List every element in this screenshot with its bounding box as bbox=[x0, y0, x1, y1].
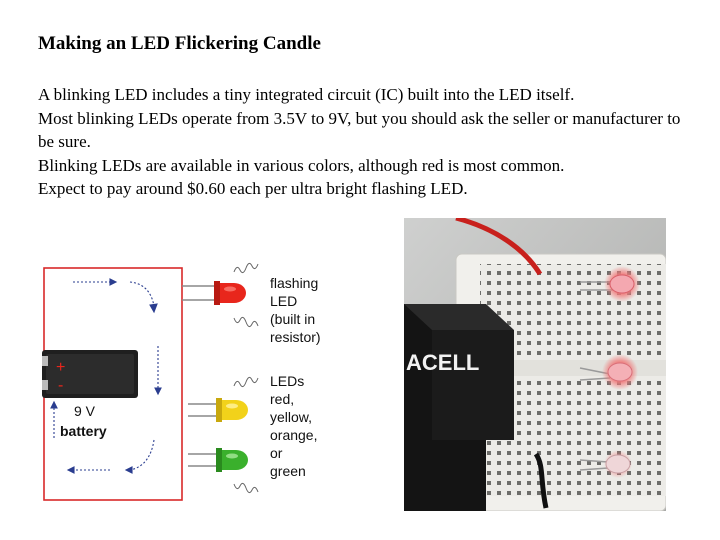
page-title: Making an LED Flickering Candle bbox=[38, 33, 321, 54]
led-yellow-icon bbox=[216, 398, 248, 422]
led-green-icon bbox=[216, 448, 248, 472]
light-squiggles bbox=[233, 262, 259, 494]
breadboard-photo: ACELL bbox=[404, 215, 667, 512]
battery-plus: + bbox=[56, 359, 65, 376]
battery-icon bbox=[42, 350, 138, 398]
current-arrows bbox=[50, 278, 162, 474]
breadboard-photo-drawing: ACELL bbox=[404, 215, 667, 512]
paragraph-4: Expect to pay around $0.60 each per ultr… bbox=[38, 179, 468, 198]
circuit-diagram: + - 9 V battery bbox=[38, 248, 358, 510]
led-photo-3 bbox=[604, 450, 632, 478]
paragraph-3: Blinking LEDs are available in various c… bbox=[38, 155, 565, 175]
red-wire bbox=[455, 215, 543, 276]
circuit-diagram-drawing: + - 9 V battery bbox=[42, 262, 259, 501]
flashing-led-label: flashing LED (built in resistor) bbox=[270, 275, 321, 345]
battery-voltage: 9 V bbox=[74, 403, 96, 419]
led-photo-2 bbox=[602, 354, 638, 390]
led-photo-1 bbox=[604, 266, 640, 302]
battery-label: battery bbox=[60, 423, 107, 439]
led-red-icon bbox=[214, 281, 246, 305]
black-wire bbox=[533, 452, 549, 509]
body-text: A blinking LED includes a tiny integrate… bbox=[38, 83, 698, 201]
battery-photo bbox=[404, 304, 514, 511]
paragraph-2: Most blinking LEDs operate from 3.5V to … bbox=[38, 108, 681, 152]
led-colors-label: LEDs red, yellow, orange, or green bbox=[270, 373, 318, 479]
paragraph-1: A blinking LED includes a tiny integrate… bbox=[38, 85, 575, 104]
battery-minus: - bbox=[58, 377, 63, 394]
battery-brand: ACELL bbox=[406, 350, 479, 375]
